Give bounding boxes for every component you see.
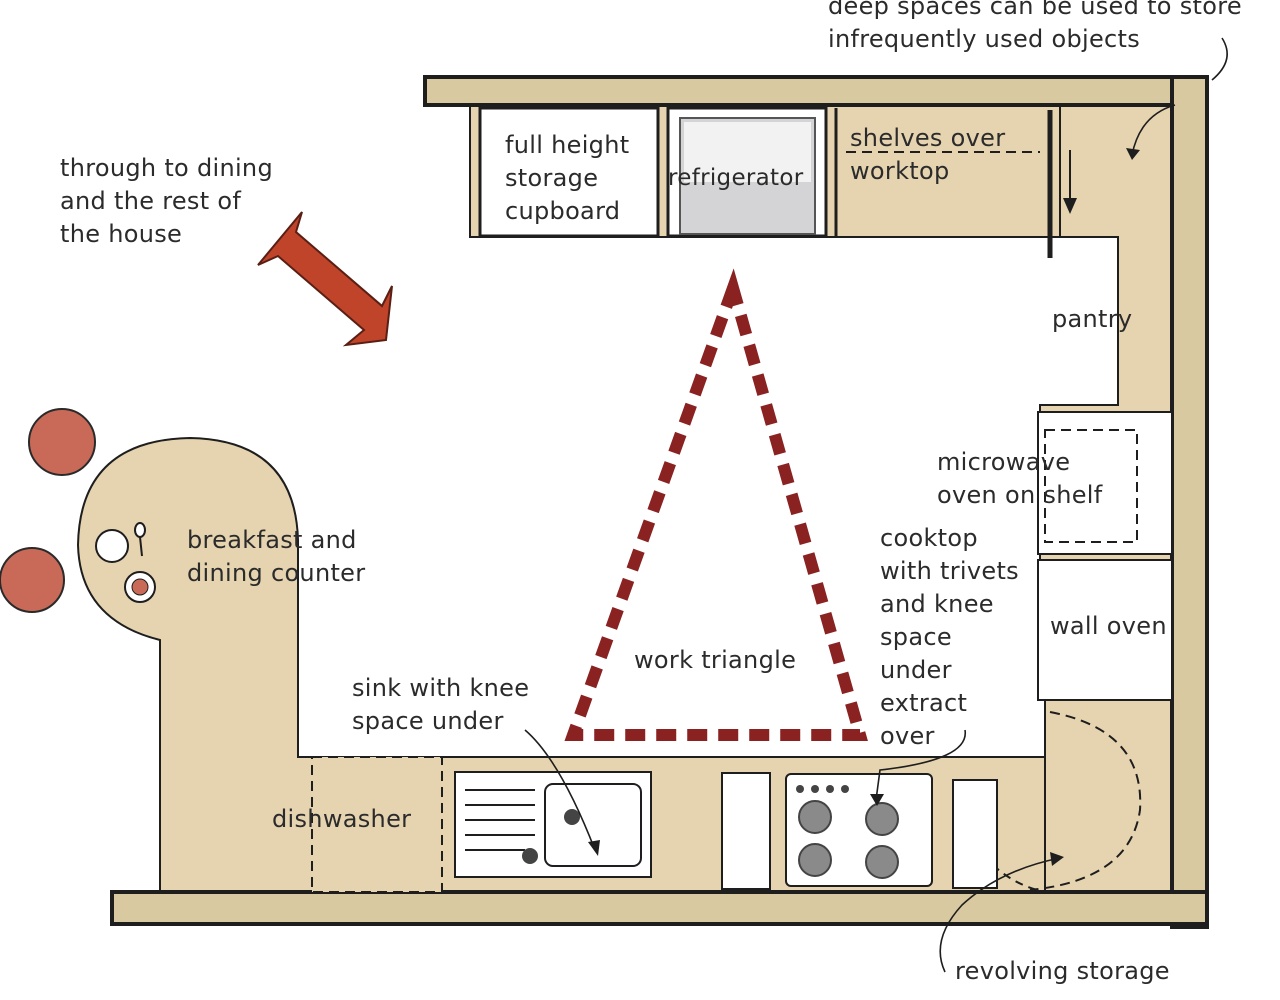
dishwasher-line-1: dishwasher: [272, 805, 412, 833]
sink-line-1: sink with knee: [352, 674, 530, 702]
microwave-line-2: oven on shelf: [937, 481, 1103, 509]
sink-drain: [564, 809, 580, 825]
dishwasher-label: dishwasher: [272, 803, 411, 836]
leader-arrowheads: [588, 148, 1140, 866]
wall-oven-label: wall oven: [1050, 610, 1167, 643]
cooktop-label: cooktop with trivets and knee space unde…: [880, 522, 1019, 753]
corner-arrow: [1131, 104, 1176, 156]
through-dining-line-2: and the rest of: [60, 187, 242, 215]
cooktop-line-7: over: [880, 722, 935, 750]
full-height-storage-label: full height storage cupboard: [505, 129, 629, 228]
sink-tap: [522, 848, 538, 864]
walls: [110, 75, 1209, 929]
microwave-label: microwave oven on shelf: [937, 446, 1103, 512]
refrigerator-line-1: refrigerator: [668, 165, 804, 191]
through-dining-line-3: the house: [60, 220, 183, 248]
bottom-wall: [110, 890, 1209, 926]
breakfast-line-1: breakfast and: [187, 526, 357, 554]
cooktop-line-4: space: [880, 623, 952, 651]
deep-storage-leader: [1211, 37, 1228, 81]
pantry-line-1: pantry: [1052, 305, 1133, 333]
right-wall: [1170, 75, 1209, 929]
wall-oven-line-1: wall oven: [1050, 612, 1167, 640]
side-cabinet: [952, 779, 998, 889]
revolving-storage-label: revolving storage: [955, 955, 1170, 988]
pantry-label: pantry: [1052, 303, 1132, 336]
work-triangle: [564, 268, 868, 741]
deep-storage-line-1: deep spaces can be used to store: [828, 0, 1242, 20]
sink-bowl: [544, 783, 642, 867]
stool-icon: [28, 408, 96, 476]
shelves-line-2: worktop: [850, 157, 950, 185]
stool-icon: [0, 547, 65, 613]
storage-cupboard: [478, 106, 660, 238]
shelves-line-1: shelves over: [850, 124, 1006, 152]
work-triangle-line-1: work triangle: [634, 646, 797, 674]
through-dining-label: through to dining and the rest of the ho…: [60, 152, 273, 251]
refrigerator-label: refrigerator: [668, 162, 804, 195]
plate-icon: [95, 529, 129, 563]
shelves-label: shelves over worktop: [850, 122, 1005, 188]
top-units: [478, 106, 1077, 258]
dishwasher-unit: [311, 756, 443, 893]
refrigerator-shine: [684, 122, 811, 182]
cooktop-line-1: cooktop: [880, 524, 978, 552]
microwave-unit: [1037, 411, 1173, 555]
revolving-storage-arc: [1029, 711, 1142, 891]
spoon-icon: [134, 522, 146, 538]
full-height-line-3: cupboard: [505, 197, 621, 225]
cooktop-controls: [796, 785, 849, 793]
spoon-handle: [139, 536, 143, 557]
breakfast-line-2: dining counter: [187, 559, 366, 587]
wall-oven-unit: [1037, 559, 1173, 701]
cooktop-line-2: with trivets: [880, 557, 1019, 585]
cooktop-line-5: under: [880, 656, 952, 684]
top-wall: [423, 75, 1209, 107]
deep-storage-label: deep spaces can be used to store infrequ…: [828, 0, 1242, 56]
cooktop-line-3: and knee: [880, 590, 994, 618]
microwave-shelf: [1044, 429, 1138, 543]
revolving-leader: [939, 857, 1061, 973]
sink-line-2: space under: [352, 707, 504, 735]
drainer-lines: [465, 789, 535, 851]
revolving-line-1: revolving storage: [955, 957, 1170, 985]
leader-lines: [524, 37, 1228, 973]
microwave-line-1: microwave: [937, 448, 1071, 476]
full-height-line-1: full height: [505, 131, 630, 159]
right-units: [959, 411, 1173, 893]
work-triangle-label: work triangle: [634, 644, 796, 677]
cup-inner: [131, 578, 149, 596]
base-cabinet: [721, 772, 771, 890]
deep-storage-line-2: infrequently used objects: [828, 25, 1141, 53]
counter-place-setting: [95, 522, 156, 603]
through-dining-line-1: through to dining: [60, 154, 273, 182]
stools: [0, 408, 96, 613]
sink-leader: [524, 729, 596, 851]
full-height-line-2: storage: [505, 164, 599, 192]
cooktop-burners: [798, 800, 899, 879]
sink-label: sink with knee space under: [352, 672, 529, 738]
bottom-units: [311, 756, 998, 893]
pantry-door-arrowhead: [1063, 198, 1077, 214]
breakfast-counter-label: breakfast and dining counter: [187, 524, 365, 590]
two-way-arrow-icon: [257, 211, 393, 347]
cooktop-line-6: extract: [880, 689, 968, 717]
cooktop-leader: [875, 729, 966, 801]
